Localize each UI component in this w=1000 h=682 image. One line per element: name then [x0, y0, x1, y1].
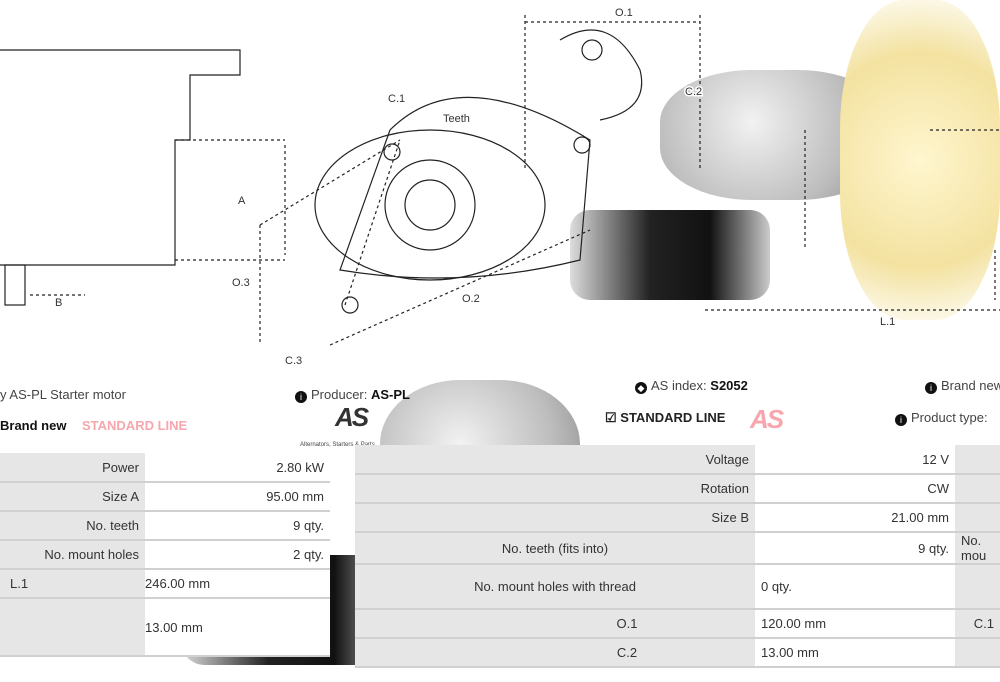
label-c1: C.1 [388, 93, 405, 105]
as-logo: AS [335, 402, 369, 432]
label-teeth: Teeth [443, 113, 470, 125]
technical-drawing: O.1 C.1 Teeth C.2 A B O.3 O.2 C.3 L.1 [0, 6, 1000, 369]
label-l1: L.1 [880, 316, 895, 328]
product-photo-starter-small [570, 210, 770, 300]
brand-new-left: Brand new [0, 418, 67, 433]
standard-line-right: ☑ STANDARD LINE [605, 410, 726, 425]
as-index-info: ◆AS index: S2052 [635, 378, 748, 394]
label-b: B [55, 297, 62, 309]
label-o1: O.1 [615, 7, 633, 19]
label-o2: O.2 [462, 293, 480, 305]
label-c2: C.2 [685, 86, 702, 98]
table-row: No. teeth (fits into)9 qty.No. mou [355, 532, 1000, 565]
motor-side-outline [0, 49, 241, 266]
label-c3: C.3 [285, 355, 302, 367]
info-icon: i [895, 414, 907, 426]
info-icon: i [925, 382, 937, 394]
logo-tagline: Alternators, Starters & Parts [300, 442, 375, 448]
info-icon: i [295, 391, 307, 403]
as-logo-pink: AS [750, 404, 784, 434]
product-title: y AS-PL Starter motor [0, 387, 126, 402]
label-o3: O.3 [232, 277, 250, 289]
flange-outline [314, 129, 546, 281]
check-icon: ☑ [605, 410, 621, 425]
product-photo-yellow [840, 0, 1000, 320]
label-a: A [238, 195, 246, 207]
table-row: 13.00 mm [0, 598, 330, 657]
standard-line-left: STANDARD LINE [82, 418, 188, 433]
tag-icon: ◆ [635, 382, 647, 394]
